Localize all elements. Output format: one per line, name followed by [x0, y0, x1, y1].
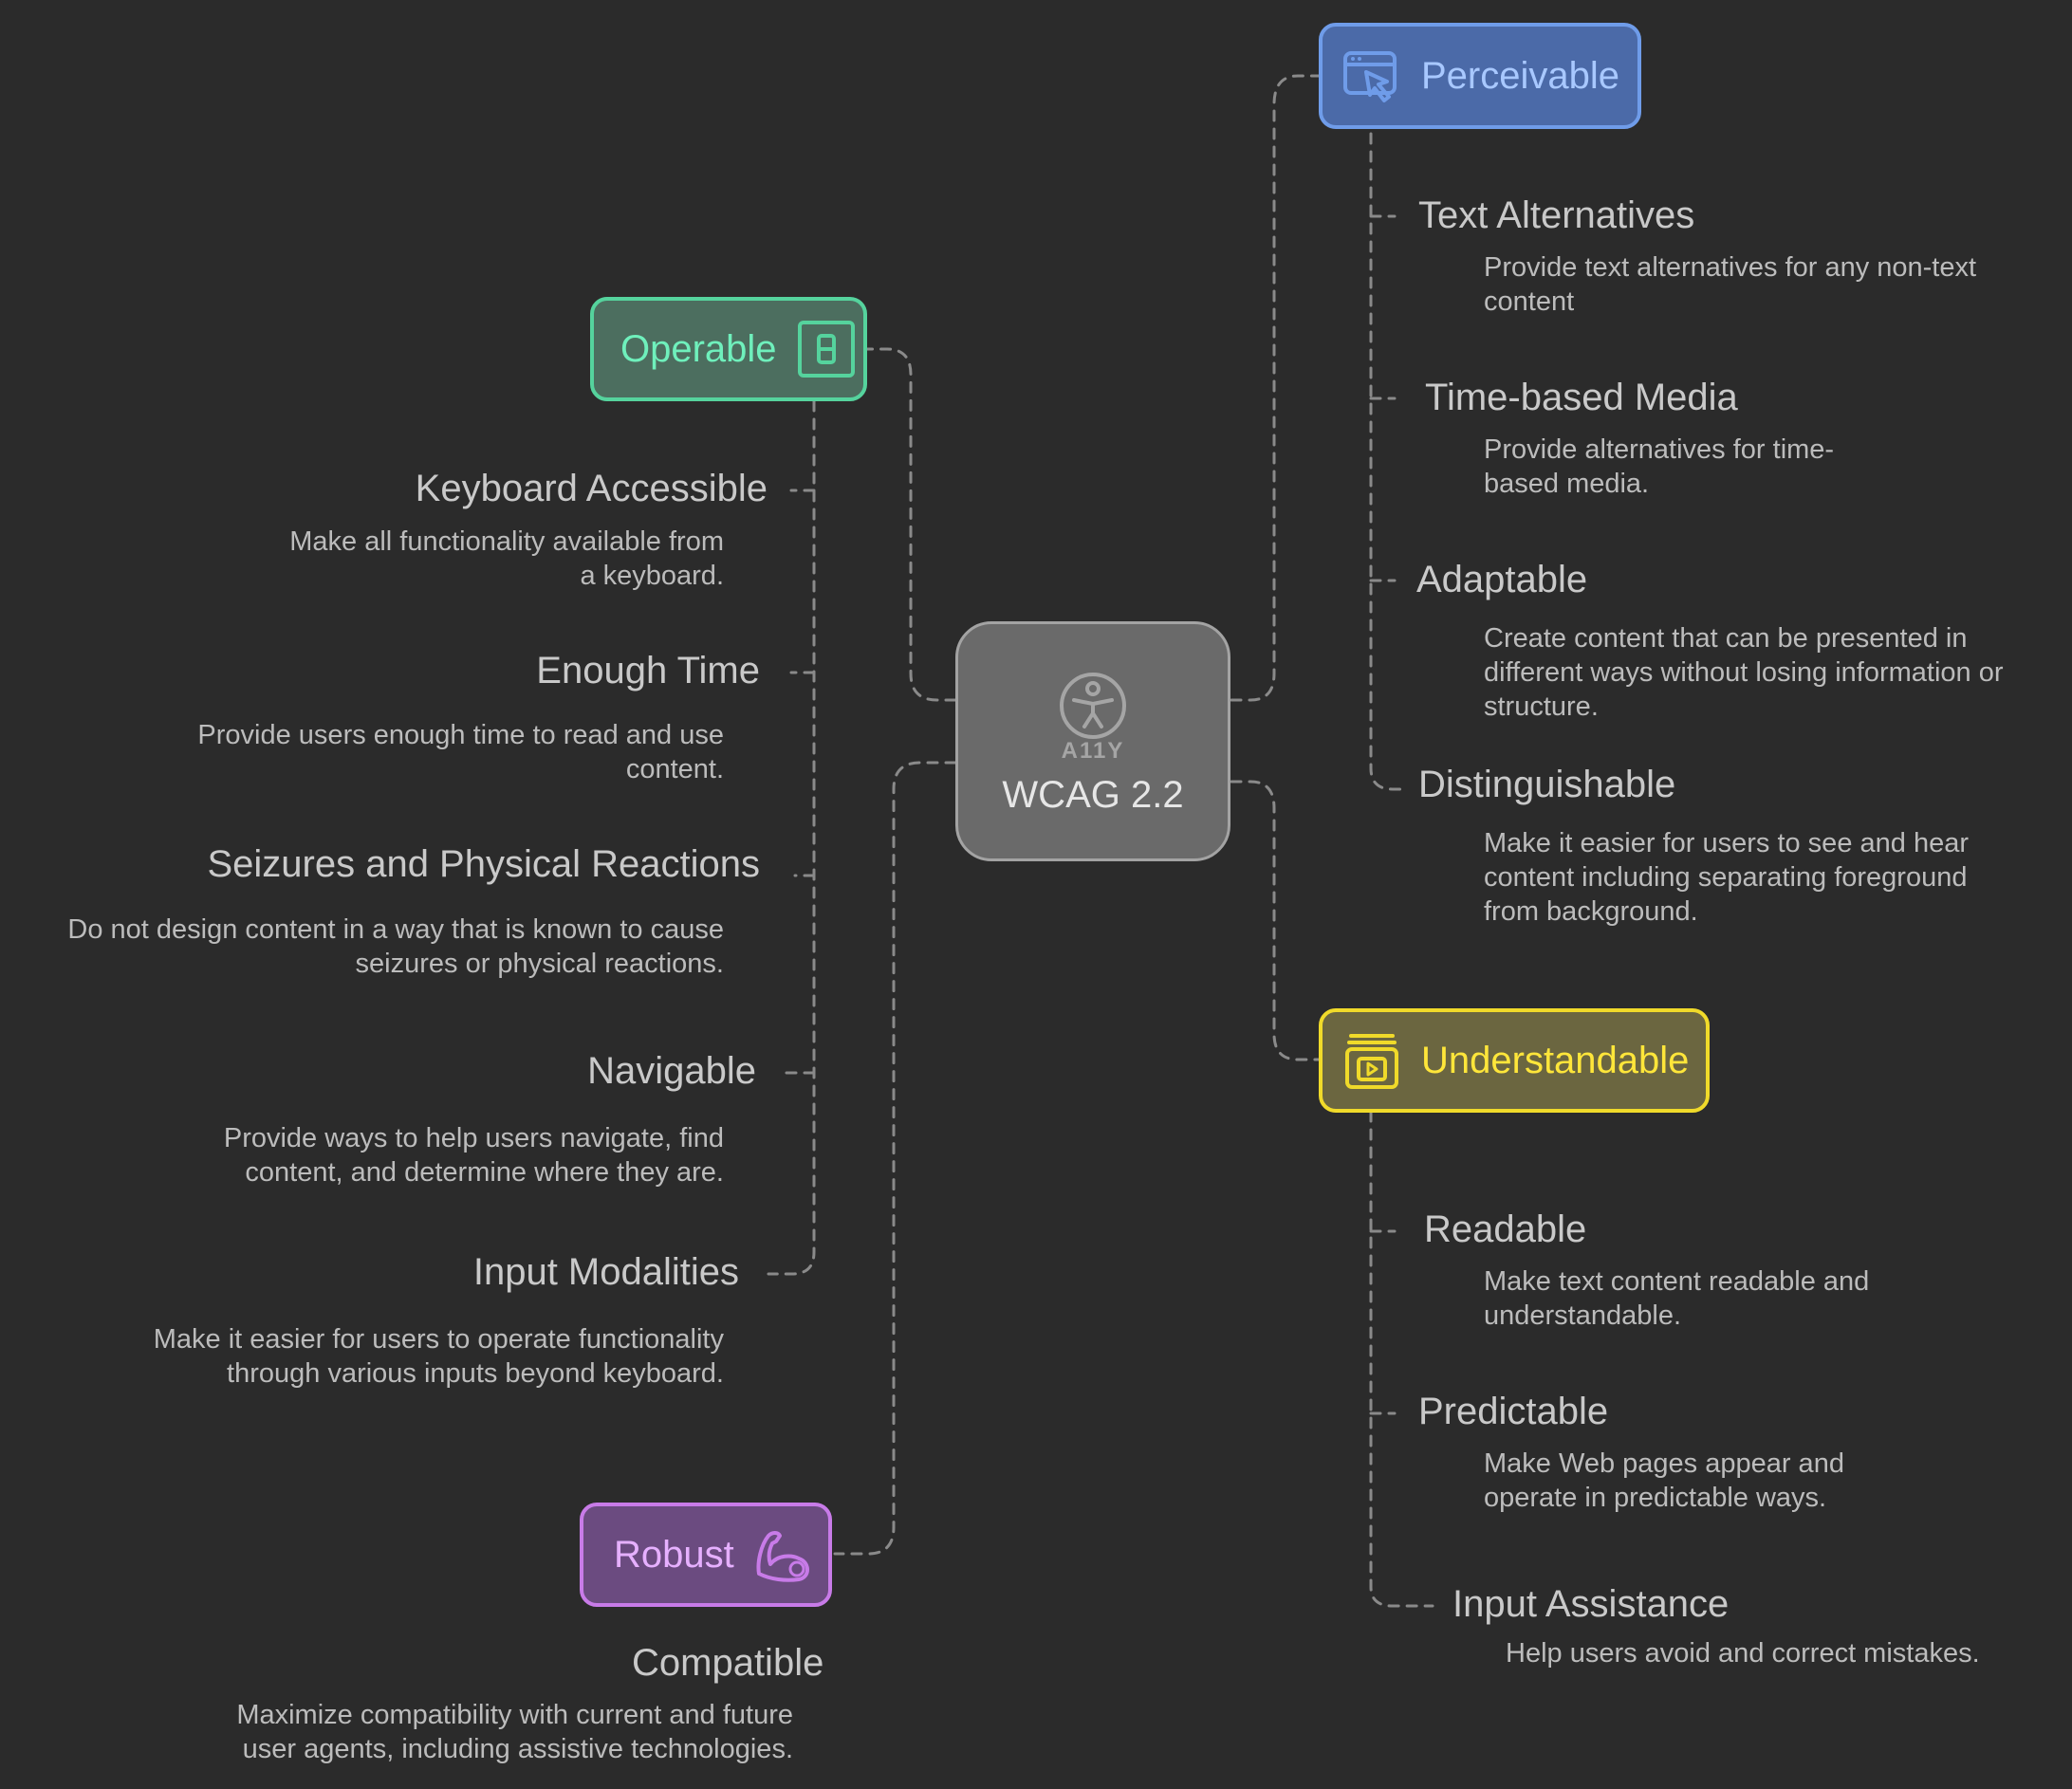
understandable-item-3-title: Input Assistance — [1452, 1583, 1730, 1625]
device-icon — [796, 319, 857, 379]
perceivable-item-3-title: Adaptable — [1416, 559, 1588, 600]
operable-item-5-title: Input Modalities — [472, 1251, 739, 1293]
perceivable-item-2-title: Time-based Media — [1425, 377, 1738, 418]
category-node-operable[interactable]: Operable — [590, 297, 867, 401]
operable-item-1-title: Keyboard Accessible — [415, 468, 768, 509]
perceivable-item-1-title: Text Alternatives — [1418, 194, 1695, 236]
robust-item-1-desc: Maximize compatibility with current and … — [236, 1700, 793, 1764]
center-node-wcag[interactable]: A11Y WCAG 2.2 — [955, 621, 1230, 861]
understandable-item-1-title: Readable — [1424, 1208, 1587, 1250]
center-title: WCAG 2.2 — [1002, 774, 1184, 816]
perceivable-item-3-desc: Create content that can be presented in … — [1484, 623, 2004, 722]
perceivable-item-4-title: Distinguishable — [1418, 764, 1676, 805]
connector-perceivable-trunk — [1369, 114, 1406, 791]
operable-item-3-title: Seizures and Physical Reactions — [207, 843, 760, 885]
connector-center-perceivable — [1230, 74, 1321, 702]
category-label-robust: Robust — [614, 1533, 734, 1576]
category-node-robust[interactable]: Robust — [580, 1503, 832, 1607]
operable-item-2-desc: Provide users enough time to read and us… — [197, 720, 724, 784]
operable-item-2-title: Enough Time — [536, 650, 760, 692]
category-node-understandable[interactable]: Understandable — [1319, 1008, 1710, 1113]
operable-item-1-desc: Make all functionality available from a … — [289, 526, 724, 591]
category-label-perceivable: Perceivable — [1421, 54, 1620, 97]
operable-item-4-desc: Provide ways to help users navigate, fin… — [223, 1123, 724, 1188]
flexed-arm-icon — [753, 1524, 814, 1585]
perceivable-item-2-desc: Provide alternatives for time-based medi… — [1484, 434, 1835, 499]
connector-center-understandable — [1230, 780, 1321, 1061]
category-node-perceivable[interactable]: Perceivable — [1319, 23, 1641, 129]
understandable-item-2-title: Predictable — [1418, 1391, 1609, 1432]
robust-item-1-title: Compatible — [632, 1642, 824, 1684]
operable-item-4-title: Navigable — [587, 1050, 756, 1092]
connector-operable-trunk — [767, 399, 816, 1276]
category-label-operable: Operable — [620, 327, 777, 370]
understandable-item-1-desc: Make text content readable and understan… — [1484, 1266, 1870, 1331]
connector-center-operable — [865, 347, 957, 702]
connector-understandable-trunk — [1369, 1110, 1434, 1608]
a11y-badge: A11Y — [1061, 738, 1125, 764]
understandable-item-2-desc: Make Web pages appear and operate in pre… — [1484, 1448, 1844, 1513]
understandable-item-3-desc: Help users avoid and correct mistakes. — [1506, 1638, 1980, 1669]
connector-center-robust — [833, 761, 957, 1556]
accessibility-person-icon — [1057, 670, 1129, 742]
operable-item-3-desc: Do not design content in a way that is k… — [67, 914, 724, 979]
window-cursor-icon — [1341, 46, 1402, 106]
operable-item-5-desc: Make it easier for users to operate func… — [153, 1324, 724, 1389]
media-play-icon — [1341, 1030, 1402, 1091]
perceivable-item-4-desc: Make it easier for users to see and hear… — [1484, 828, 1969, 927]
category-label-understandable: Understandable — [1421, 1039, 1690, 1081]
perceivable-item-1-desc: Provide text alternatives for any non-te… — [1484, 252, 1977, 317]
